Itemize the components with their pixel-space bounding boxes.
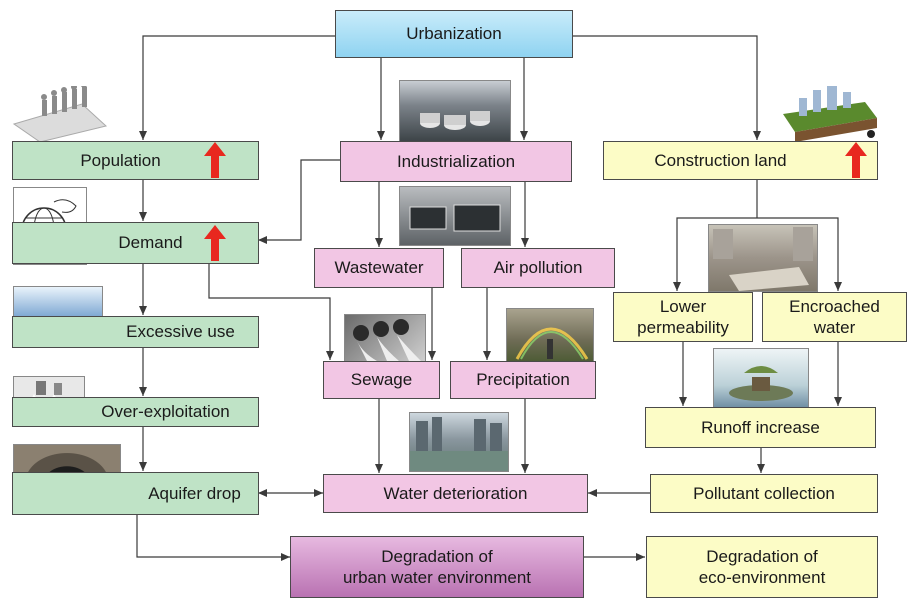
node-wastewater: Wastewater (314, 248, 444, 288)
link-split-permeability (673, 217, 757, 291)
node-air-pollution: Air pollution (461, 248, 615, 288)
construction-site-photo (708, 224, 818, 292)
link-aquifer-degradation (136, 515, 290, 561)
node-pollutant-collection: Pollutant collection (650, 474, 878, 513)
node-industrialization: Industrialization (340, 141, 572, 182)
node-precipitation: Precipitation (450, 361, 596, 399)
node-lower-permeability: Lower permeability (613, 292, 753, 342)
node-water-deterioration: Water deterioration (323, 474, 588, 513)
node-degradation-eco: Degradation of eco-environment (646, 536, 878, 598)
red-up-arrow-icon (845, 142, 867, 178)
node-construction-land: Construction land (603, 141, 878, 180)
node-degradation-urban-water: Degradation of urban water environment (290, 536, 584, 598)
node-excessive-use: Excessive use (12, 316, 259, 348)
link-demand-sewage (208, 264, 334, 360)
node-over-exploitation: Over-exploitation (12, 397, 259, 427)
link-urbanization-population (139, 35, 335, 140)
link-industrialization-demand (258, 159, 340, 244)
flooded-island-photo (713, 348, 809, 410)
red-up-arrow-icon (204, 142, 226, 178)
treatment-plant-photo (399, 186, 511, 246)
node-runoff-increase: Runoff increase (645, 407, 876, 448)
rainbow-smog-photo (506, 308, 594, 362)
node-urbanization: Urbanization (335, 10, 573, 58)
node-encroached-water: Encroached water (762, 292, 907, 342)
red-up-arrow-icon (204, 225, 226, 261)
link-split-encroached (757, 217, 842, 291)
people-figures-photo (12, 86, 108, 142)
node-sewage: Sewage (323, 361, 440, 399)
link-urbanization-construction (573, 35, 761, 140)
drain-pipes-photo (344, 314, 426, 364)
city-on-soil-photo (779, 84, 879, 142)
node-aquifer-drop: Aquifer drop (12, 472, 259, 515)
factory-tanks-photo (399, 80, 511, 142)
flooded-city-photo (409, 412, 509, 472)
